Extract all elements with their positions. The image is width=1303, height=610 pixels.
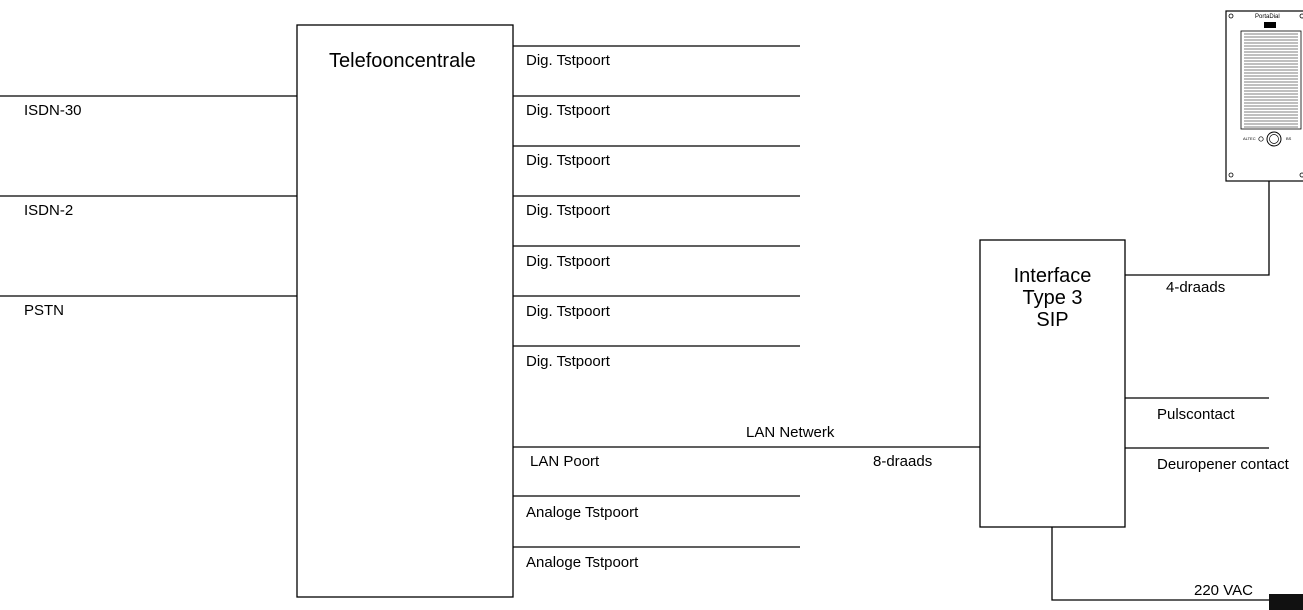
port-label: Dig. Tstpoort xyxy=(526,202,610,219)
input-label-isdn2: ISDN-2 xyxy=(24,202,74,219)
door-intercom-icon xyxy=(1225,10,1303,182)
port-label: Analoge Tstpoort xyxy=(526,554,639,571)
pbx-title: Telefooncentrale xyxy=(329,50,476,72)
port-label: Dig. Tstpoort xyxy=(526,253,610,270)
port-label: Dig. Tstpoort xyxy=(526,353,610,370)
eight-wire-label: 8-draads xyxy=(873,453,933,470)
power-line xyxy=(1051,527,1269,601)
port-label: Dig. Tstpoort xyxy=(526,102,610,119)
door-opener-label: Deuropener contact xyxy=(1157,456,1289,473)
power-plug-icon xyxy=(1269,594,1303,610)
port-label: Analoge Tstpoort xyxy=(526,504,639,521)
device-left-mark: ALTEC xyxy=(1243,136,1256,141)
device-right-mark: BS xyxy=(1286,136,1292,141)
port-label: Dig. Tstpoort xyxy=(526,303,610,320)
port-label: Dig. Tstpoort xyxy=(526,52,610,69)
lan-network-label: LAN Netwerk xyxy=(746,424,835,441)
device-brand-label: PortaDial xyxy=(1255,14,1280,20)
input-label-pstn: PSTN xyxy=(24,302,65,319)
pbx-box xyxy=(296,24,514,598)
input-label-isdn30: ISDN-30 xyxy=(24,102,82,119)
interface-title-line3: SIP xyxy=(1036,309,1069,331)
port-label-lan: LAN Poort xyxy=(530,453,600,470)
call-button-icon xyxy=(1266,131,1282,147)
device-wire xyxy=(1125,180,1270,276)
port-label: Dig. Tstpoort xyxy=(526,152,610,169)
interface-title-line1: Interface xyxy=(1013,265,1092,287)
puls-contact-label: Pulscontact xyxy=(1157,406,1235,423)
four-wire-label: 4-draads xyxy=(1166,279,1226,296)
speaker-grille xyxy=(1240,30,1302,130)
interface-title-line2: Type 3 xyxy=(1022,287,1083,309)
power-label: 220 VAC xyxy=(1194,582,1253,599)
